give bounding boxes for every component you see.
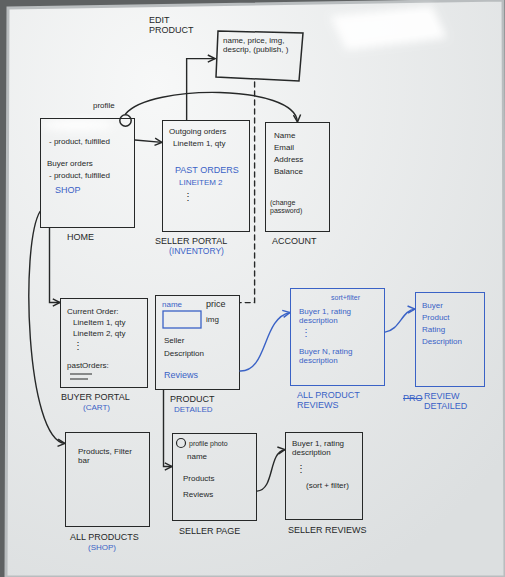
- flow-arrow: [29, 212, 65, 444]
- node-text: img: [206, 315, 219, 324]
- node-text: Buyer orders: [47, 159, 93, 168]
- screen-box: profile photonameProductsReviewsSELLER P…: [172, 433, 257, 521]
- node-text: Products, Filter bar: [78, 447, 140, 465]
- screen-box: Buyer 1, rating description ⋮(sort + filt…: [285, 432, 363, 520]
- node-text: ⋮: [73, 340, 83, 352]
- node-text: LineItem 2, qty: [73, 329, 125, 338]
- screen-box: sort+filterBuyer 1, rating description ⋮ B…: [290, 288, 385, 386]
- node-text: Email: [274, 143, 294, 152]
- node-text: - product, fulfilled: [49, 137, 110, 146]
- node-text: (change password): [270, 199, 328, 215]
- node-text: pastOrders:: [67, 361, 109, 370]
- screen-box: Current Order: LineItem 1, qtyLineItem 2,…: [60, 298, 148, 388]
- flow-arrow: [240, 82, 255, 303]
- node-heading: SELLER PAGE: [179, 526, 240, 536]
- flow-arrow: [385, 309, 415, 332]
- node-text: Balance: [274, 167, 303, 176]
- node-heading: ALL PRODUCTS: [70, 532, 139, 542]
- node-text: Products: [183, 474, 215, 483]
- shape-outline: [119, 114, 132, 127]
- node-text: Seller: [164, 336, 184, 345]
- flow-arrow: [126, 92, 298, 122]
- node-text: Buyer 1, rating description: [299, 307, 379, 325]
- screen-box: BuyerProductRatingDescriptionREVIEW DETA…: [415, 292, 485, 387]
- node-text: LINEITEM 2: [179, 178, 223, 187]
- node-heading: SELLER PORTAL: [155, 236, 227, 246]
- node-text: ⋮: [296, 463, 306, 475]
- flow-arrow: [257, 450, 285, 491]
- screen-box: - product, fulfilledBuyer orders- produc…: [40, 118, 135, 228]
- sketch-box: EDIT PRODUCTname, price, img, descrip, (…: [215, 30, 305, 82]
- node-heading: PRODUCT: [170, 394, 215, 404]
- node-text: Reviews: [164, 370, 198, 380]
- node-text: LineItem 1, qty: [173, 139, 225, 148]
- node-text: (sort + filter): [306, 481, 358, 490]
- node-heading: EDIT PRODUCT: [149, 15, 207, 36]
- node-heading: ACCOUNT: [272, 236, 317, 246]
- node-text: Rating: [422, 325, 445, 334]
- screen-box: Products, Filter barALL PRODUCTS(SHOP): [65, 432, 150, 527]
- box-outline: [216, 31, 303, 81]
- node-text: price: [206, 299, 226, 309]
- node-heading: (CART): [83, 403, 110, 412]
- node-text: name: [187, 452, 207, 461]
- list-scribble: [70, 379, 88, 380]
- node-text: Buyer N, rating description: [299, 347, 379, 365]
- profile-photo-circle: [177, 439, 186, 448]
- node-text: Description: [164, 349, 204, 358]
- node-text: Buyer 1, rating description: [292, 439, 358, 457]
- node-text: Outgoing orders: [169, 127, 226, 136]
- screen-box: NameEmailAddressBalance (change password)…: [265, 122, 330, 232]
- node-text: LineItem 1, qty: [73, 318, 125, 327]
- list-scribble: [70, 374, 92, 375]
- node-text: profile photo: [189, 440, 228, 448]
- node-text: Name: [274, 131, 295, 140]
- node-text: - product, fulfilled: [49, 171, 110, 180]
- flow-arrow: [135, 140, 162, 142]
- node-text: sort+filter: [331, 294, 360, 302]
- node-heading: BUYER PORTAL: [61, 392, 130, 402]
- node-heading: (INVENTORY): [169, 247, 224, 257]
- struck-label: PRO: [403, 393, 423, 403]
- board-frame: [6, 0, 505, 577]
- node-text: Product: [422, 313, 450, 322]
- screen-box: namepriceimgSellerDescriptionReviewsPROD…: [155, 295, 240, 390]
- node-heading: (SHOP): [88, 543, 116, 552]
- node-text: ⋮: [301, 327, 311, 339]
- flow-arrow: [164, 390, 173, 466]
- node-heading: DETAILED: [174, 405, 213, 414]
- flow-arrow: [50, 228, 61, 303]
- node-text: ⋮: [183, 191, 193, 203]
- image-placeholder: [163, 311, 201, 328]
- circle-outline: [120, 115, 131, 126]
- node-text: profile: [93, 101, 115, 110]
- node-text: name, price, img, descrip, (publish, ): [223, 36, 299, 54]
- node-text: SHOP: [55, 185, 81, 195]
- flow-arrow: [240, 313, 290, 372]
- node-heading: HOME: [67, 232, 94, 242]
- flow-arrow: [187, 59, 215, 120]
- glare: [42, 119, 114, 131]
- node-text: Address: [274, 155, 303, 164]
- screen-box: Outgoing ordersLineItem 1, qtyPAST ORDER…: [162, 120, 250, 232]
- node-text: Reviews: [183, 490, 213, 499]
- profile-circle: profile: [119, 114, 132, 127]
- node-text: Description: [422, 337, 462, 346]
- node-text: name: [162, 300, 182, 309]
- node-text: Current Order:: [67, 307, 119, 316]
- node-heading: SELLER REVIEWS: [288, 525, 367, 535]
- light-reflection: [330, 6, 447, 50]
- node-heading: ALL PRODUCT REVIEWS: [297, 390, 381, 411]
- node-text: PAST ORDERS: [175, 165, 239, 175]
- node-heading: REVIEW DETAILED: [424, 391, 486, 412]
- node-text: Buyer: [422, 301, 443, 310]
